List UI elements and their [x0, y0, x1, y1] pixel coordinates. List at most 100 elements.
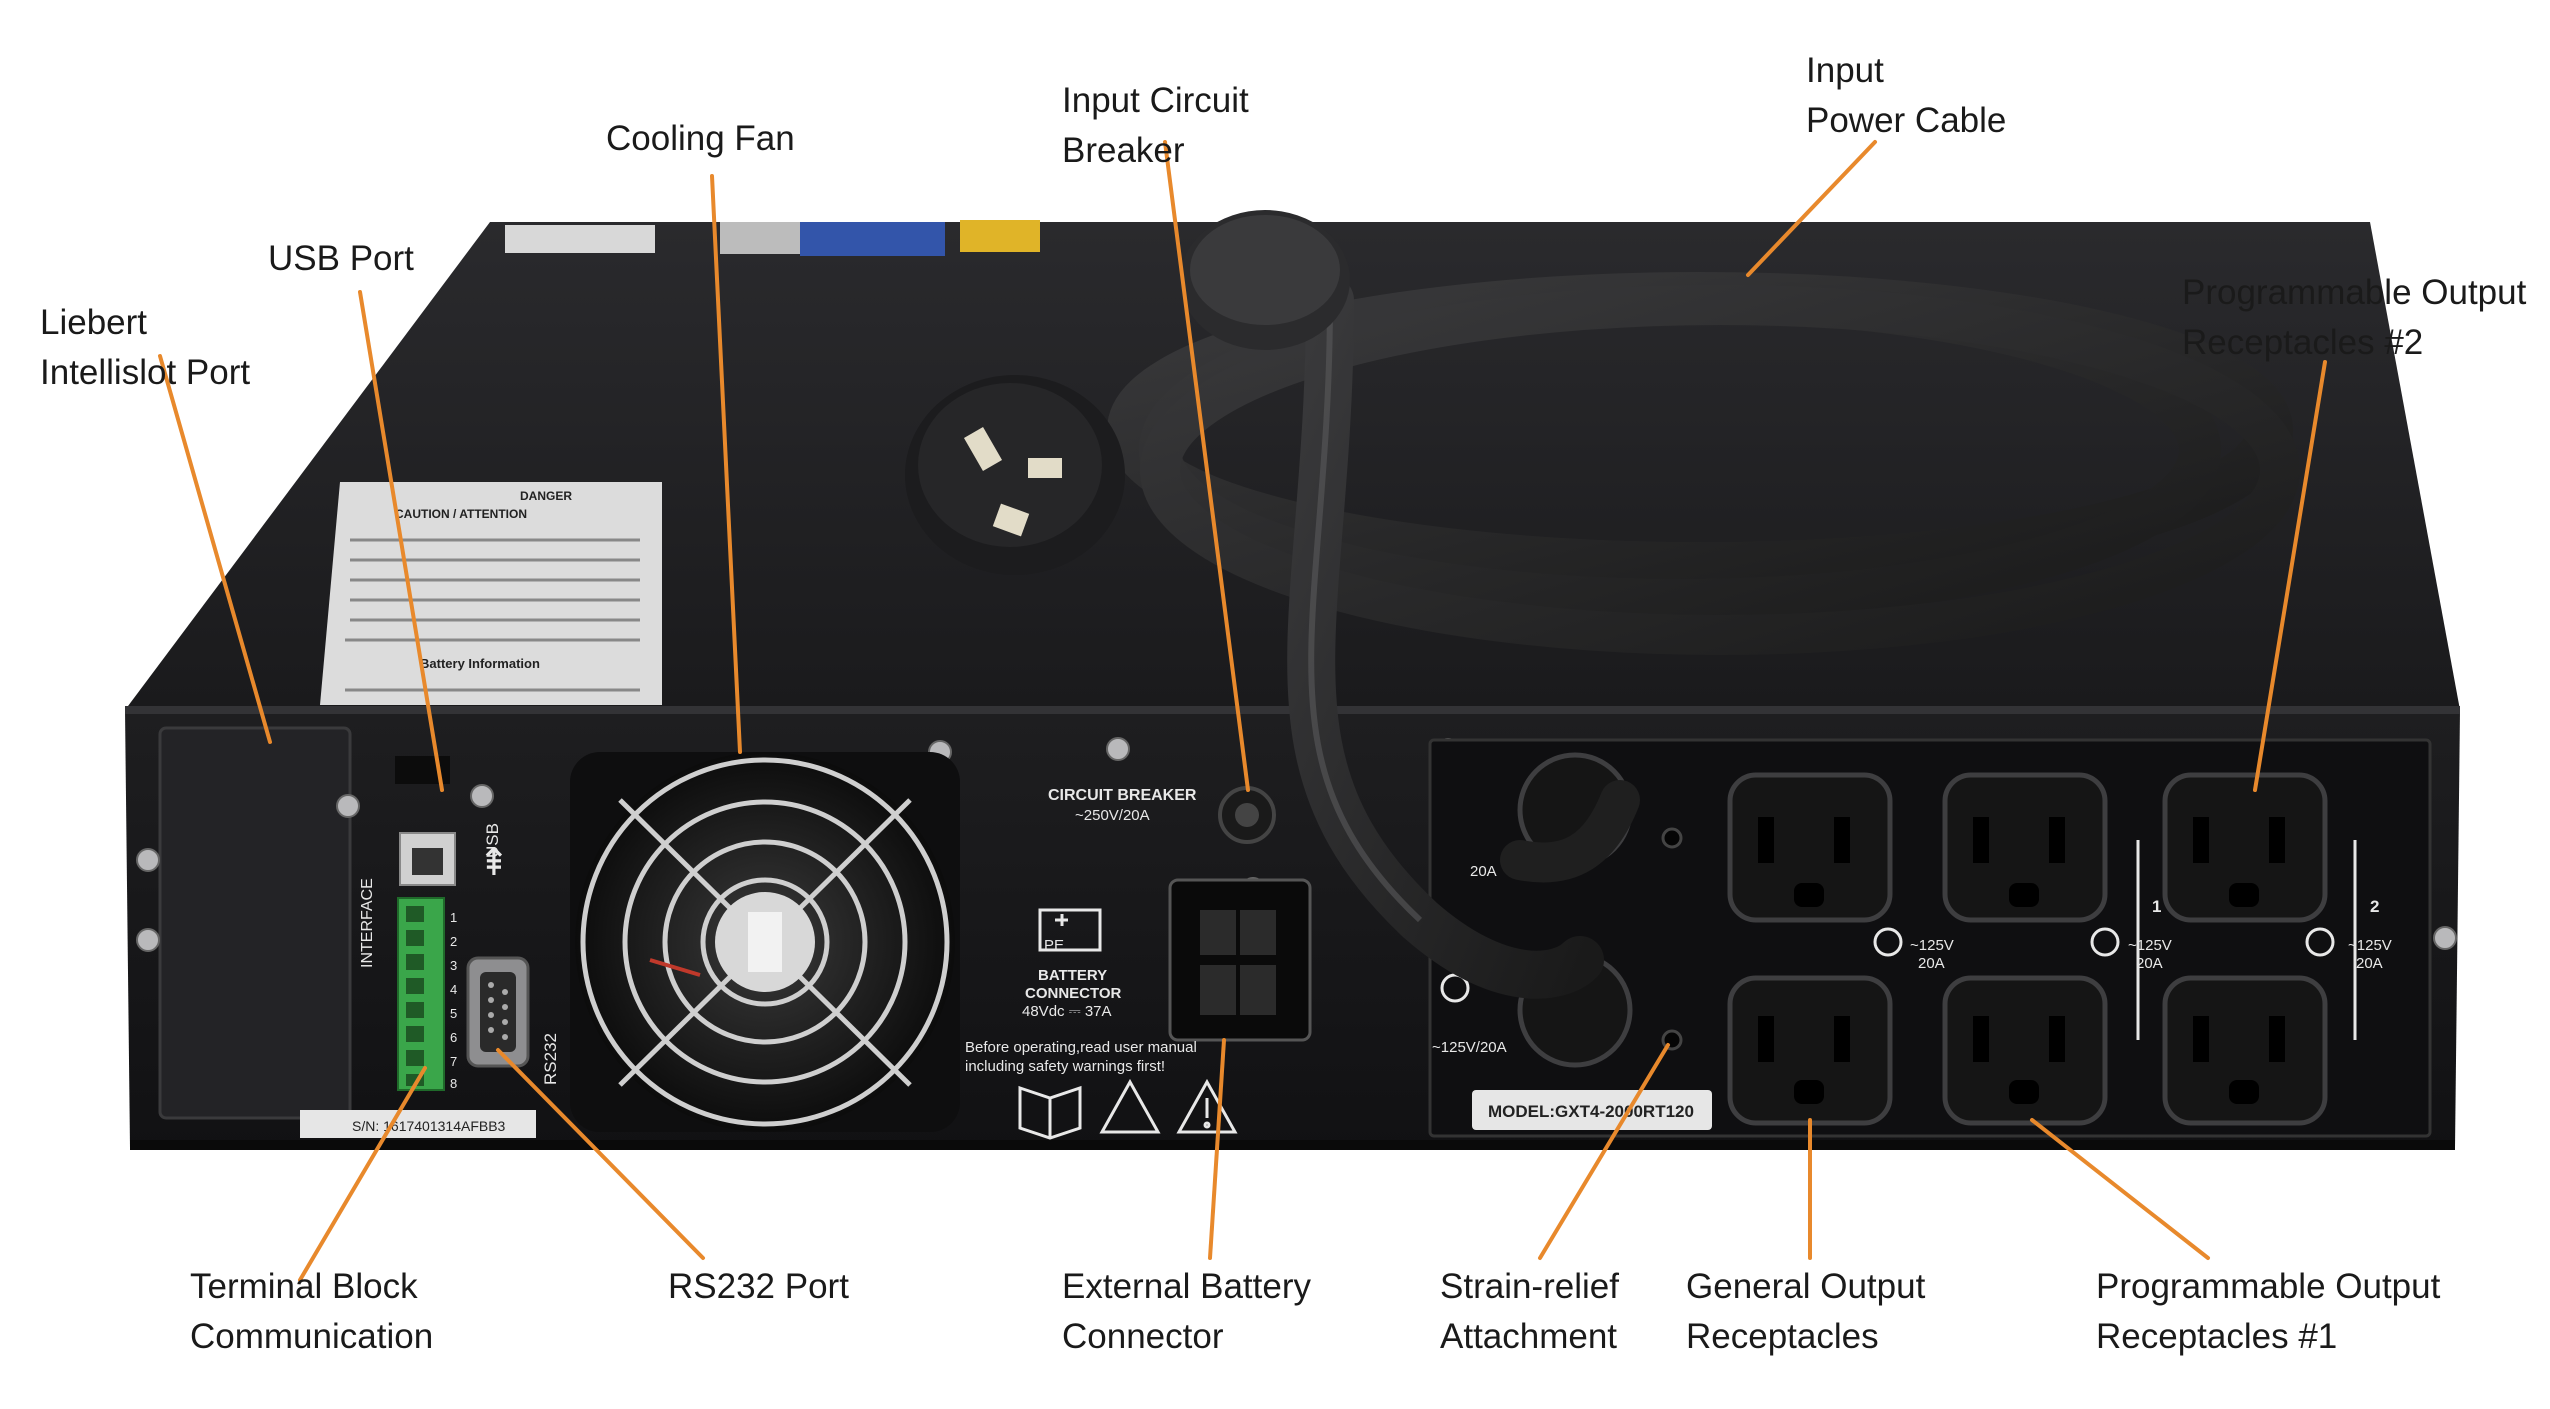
- svg-text:~125V: ~125V: [1910, 937, 1954, 954]
- svg-text:including safety warnings firs: including safety warnings first!: [965, 1058, 1165, 1075]
- cable-highlight: [1308, 299, 1423, 923]
- callout-text: Cooling Fan: [606, 119, 795, 158]
- svg-text:2: 2: [450, 934, 457, 949]
- callout-text: Communication: [190, 1317, 434, 1356]
- svg-text:MODEL:GXT4-2000RT120: MODEL:GXT4-2000RT120: [1488, 1102, 1694, 1121]
- svg-text:8: 8: [450, 1076, 457, 1091]
- model-label: [1472, 1090, 1712, 1130]
- svg-text:48Vdc ⎓ 37A: 48Vdc ⎓ 37A: [1022, 1003, 1112, 1020]
- callout-usb-port: USB Port: [268, 234, 414, 284]
- svg-text:DANGER: DANGER: [520, 489, 572, 503]
- callout-general-output-receptacles: General Output Receptacles: [1686, 1262, 1925, 1362]
- leader-cooling-fan: [710, 174, 742, 754]
- leader-usb-port: [358, 290, 444, 792]
- svg-text:CONNECTOR: CONNECTOR: [1025, 985, 1122, 1002]
- terminal-pin-labels: 1 2 3 4 5 6 7 8: [450, 910, 457, 1091]
- usb-glyph: ⇞: [478, 842, 510, 884]
- callout-text: Receptacles #2: [2182, 323, 2424, 362]
- callout-input-power-cable: Input Power Cable: [1806, 46, 2006, 146]
- leader-liebert-port: [158, 354, 272, 744]
- svg-text:~125V/20A: ~125V/20A: [1432, 1039, 1507, 1056]
- receptacle-top-2: [1942, 772, 2108, 923]
- svg-text:5: 5: [450, 1006, 457, 1021]
- callout-programmable-output-1: Programmable Output Receptacles #1: [2096, 1262, 2440, 1362]
- receptacle-bottom-2: [1942, 975, 2108, 1126]
- leader-terminal-block: [298, 1066, 427, 1282]
- callout-text: Intellislot Port: [40, 353, 251, 392]
- svg-text:RS232: RS232: [541, 1033, 560, 1085]
- callout-text: Connector: [1062, 1317, 1224, 1356]
- receptacles: [1727, 772, 2328, 1126]
- leader-rs232-port: [496, 1048, 705, 1260]
- svg-text:1: 1: [450, 910, 457, 925]
- top-label-4: [960, 220, 1040, 252]
- intellislot-cover: [158, 726, 352, 1120]
- callout-text: Attachment: [1440, 1317, 1618, 1356]
- receptacle-top-3: [2162, 772, 2328, 923]
- svg-text:20A: 20A: [1470, 863, 1497, 880]
- callout-strain-relief-attachment: Strain-relief Attachment: [1440, 1262, 1619, 1362]
- leader-prog-out-1: [2030, 1118, 2210, 1260]
- receptacle-top-1: [1727, 772, 1893, 923]
- leader-line-group: [158, 140, 2327, 1282]
- callout-text: Input Circuit: [1062, 81, 1249, 120]
- serial-sticker: [300, 1110, 536, 1138]
- callout-text: USB Port: [268, 239, 414, 278]
- callout-text: Breaker: [1062, 131, 1185, 170]
- svg-text:Battery Information: Battery Information: [420, 656, 540, 671]
- callout-text: Strain-relief: [1440, 1267, 1619, 1306]
- terminal-block-slots: [406, 906, 424, 1086]
- svg-text:Before operating,read user man: Before operating,read user manual: [965, 1039, 1197, 1056]
- safety-label-text-lines: [345, 538, 640, 692]
- leader-prog-out-2: [2253, 360, 2327, 792]
- callout-external-battery-connector: External Battery Connector: [1062, 1262, 1311, 1362]
- svg-text:1: 1: [2152, 897, 2161, 916]
- callout-liebert-intellislot-port: Liebert Intellislot Port: [40, 298, 250, 398]
- svg-text:2: 2: [2370, 897, 2379, 916]
- svg-text:7: 7: [450, 1054, 457, 1069]
- callout-text: External Battery: [1062, 1267, 1311, 1306]
- callout-text: Liebert: [40, 303, 148, 342]
- svg-text:BATTERY: BATTERY: [1038, 967, 1107, 984]
- svg-text:CIRCUIT BREAKER: CIRCUIT BREAKER: [1048, 787, 1197, 804]
- warning-icons: [1018, 1078, 1238, 1140]
- callout-text: General Output: [1686, 1267, 1926, 1306]
- callout-cooling-fan: Cooling Fan: [606, 114, 795, 164]
- ground-symbols: [1440, 840, 2357, 1040]
- svg-text:4: 4: [450, 982, 457, 997]
- svg-text:CAUTION / ATTENTION: CAUTION / ATTENTION: [395, 507, 527, 521]
- svg-text:20A: 20A: [2356, 955, 2383, 972]
- svg-text:20A: 20A: [1918, 955, 1945, 972]
- callout-text: Programmable Output: [2182, 273, 2527, 312]
- top-label-3: [800, 222, 945, 256]
- callout-input-circuit-breaker: Input Circuit Breaker: [1062, 76, 1249, 176]
- leader-input-cable: [1746, 140, 1877, 277]
- receptacle-bottom-3: [2162, 975, 2328, 1126]
- callout-text: Power Cable: [1806, 101, 2007, 140]
- svg-text:3: 3: [450, 958, 457, 973]
- leader-input-breaker: [1163, 140, 1250, 792]
- battery-symbol: [1038, 908, 1102, 952]
- callout-text: Receptacles #1: [2096, 1317, 2338, 1356]
- svg-text:PE: PE: [1044, 937, 1064, 954]
- chassis-bottom-edge: [130, 1140, 2455, 1150]
- safety-label: [320, 482, 662, 705]
- callout-programmable-output-2: Programmable Output Receptacles #2: [2182, 268, 2526, 368]
- callout-text: Terminal Block: [190, 1267, 418, 1306]
- leader-ext-battery: [1208, 1038, 1226, 1260]
- callout-text: Programmable Output: [2096, 1267, 2441, 1306]
- svg-text:~250V/20A: ~250V/20A: [1075, 807, 1150, 824]
- receptacle-bottom-1: [1727, 975, 1893, 1126]
- top-label-1: [505, 225, 655, 253]
- svg-text:USB: USB: [483, 823, 502, 858]
- svg-text:6: 6: [450, 1030, 457, 1045]
- leader-strain-relief: [1538, 1043, 1670, 1260]
- svg-text:INTERFACE: INTERFACE: [359, 878, 376, 968]
- callout-text: Input: [1806, 51, 1884, 90]
- callout-terminal-block-communication: Terminal Block Communication: [190, 1262, 433, 1362]
- svg-text:20A: 20A: [2136, 955, 2163, 972]
- svg-text:~125V: ~125V: [2348, 937, 2392, 954]
